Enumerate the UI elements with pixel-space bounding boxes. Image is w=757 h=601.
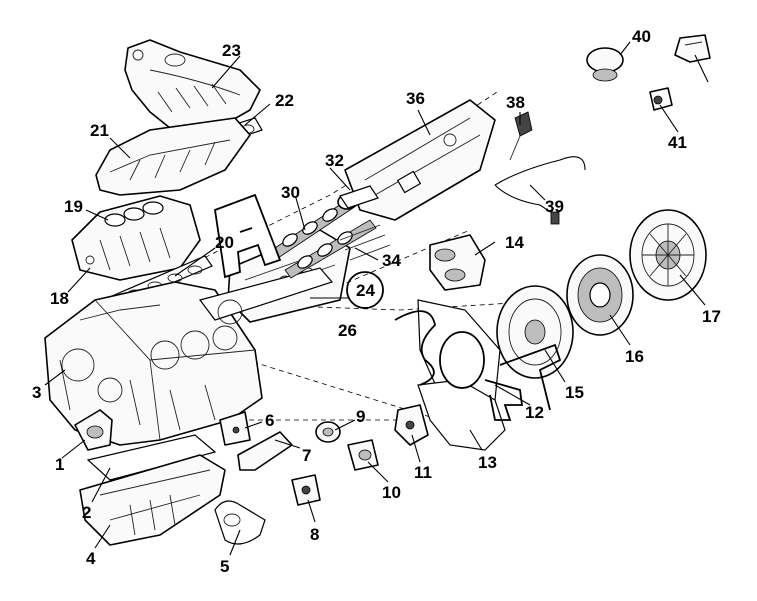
bracket-6 (219, 411, 251, 446)
intake-plenum (95, 117, 251, 196)
fitting-39 (586, 47, 624, 82)
callout-24: 24 (356, 281, 375, 300)
bushing-9 (315, 421, 341, 443)
mount-bracket-11 (394, 404, 429, 446)
callout-23: 23 (222, 41, 241, 60)
bracket-41 (674, 34, 711, 63)
flywheel (496, 285, 574, 379)
valve-cover-gasket (339, 185, 379, 209)
callout-7: 7 (302, 446, 311, 465)
callout-19: 19 (64, 197, 83, 216)
valve-cover (344, 99, 496, 221)
oil-pickup (214, 500, 266, 545)
watermark-logo (214, 193, 562, 421)
callout-14: 14 (505, 233, 524, 252)
callout-13: 13 (478, 453, 497, 472)
callout-9: 9 (356, 407, 365, 426)
head-gasket (198, 267, 334, 325)
leader-lines (44, 41, 709, 556)
callout-5: 5 (220, 557, 229, 576)
callout-38: 39 (545, 197, 564, 216)
engine-block (44, 281, 263, 446)
wiring-harness (494, 156, 586, 225)
callout-22: 22 (275, 91, 294, 110)
callout-3: 3 (32, 383, 41, 402)
callout-17: 17 (702, 307, 721, 326)
valve-40 (649, 87, 673, 111)
pressure-plate (629, 209, 707, 301)
sensor (509, 111, 533, 161)
callout-40: 41 (668, 133, 687, 152)
callout-18: 18 (50, 289, 69, 308)
callout-15: 15 (565, 383, 584, 402)
bushing-10 (347, 439, 379, 471)
callout-4: 4 (86, 549, 96, 568)
camshaft (271, 194, 377, 279)
callout-2: 2 (82, 503, 91, 522)
callout-34: 36 (406, 89, 425, 108)
callout-11: 11 (414, 463, 432, 482)
oil-pan (79, 454, 226, 546)
callout-8: 8 (310, 525, 319, 544)
callout-32: 32 (325, 151, 344, 170)
mount-8 (291, 474, 321, 506)
callout-20: 20 (215, 233, 234, 252)
callout-6: 6 (265, 411, 274, 430)
callout-36: 38 (506, 93, 525, 112)
oil-pan-gasket (86, 434, 217, 481)
callout-12: 12 (525, 403, 544, 422)
callout-labels: 23 22 21 19 18 20 32 30 34 24 26 36 38 3… (32, 27, 721, 576)
clutch-disc (566, 254, 634, 336)
callout-16: 16 (625, 347, 644, 366)
callout-26: 26 (338, 321, 357, 340)
lower-intake-manifold (71, 195, 201, 281)
callout-30: 34 (382, 251, 401, 270)
valve-lifters (339, 224, 391, 261)
pump-14 (429, 234, 486, 291)
callout-21: 21 (90, 121, 109, 140)
callout-39: 40 (632, 27, 651, 46)
callout-28: 30 (281, 183, 300, 202)
callout-10: 10 (382, 483, 401, 502)
callout-1: 1 (55, 455, 64, 474)
